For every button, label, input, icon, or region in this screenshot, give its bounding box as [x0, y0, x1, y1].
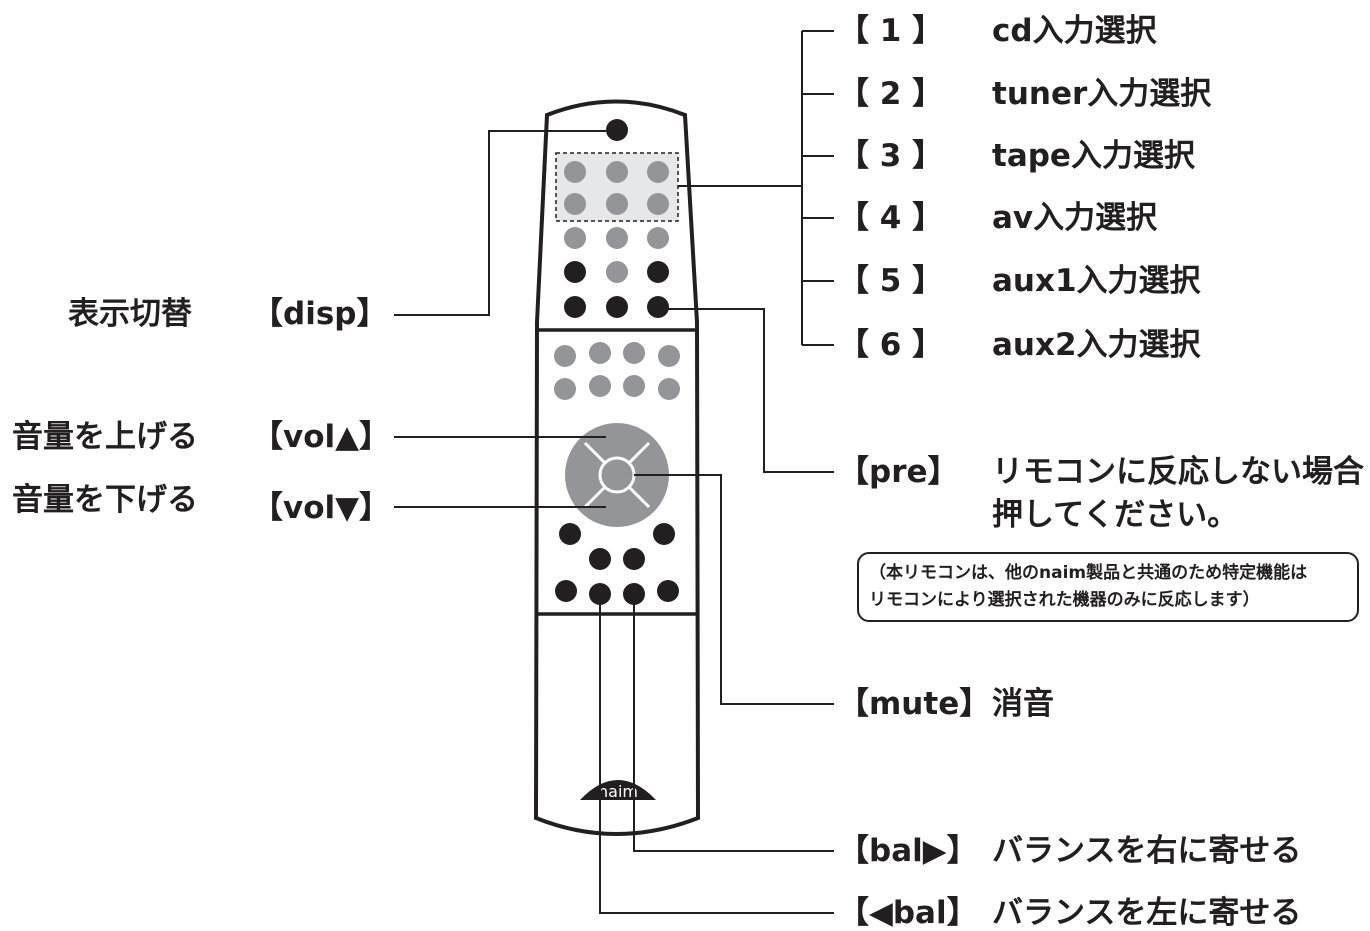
bal-right-key-label: 【bal▶】: [838, 833, 978, 869]
input-1-key: 【 1 】: [838, 13, 944, 49]
middle-keypad: [554, 342, 680, 400]
pre-key-label: 【pre】: [838, 454, 959, 490]
input-4-key: 【 4 】: [838, 200, 944, 236]
input-3-key: 【 3 】: [838, 138, 944, 174]
disp-button: [606, 119, 628, 141]
keypad-button: [564, 227, 586, 249]
vol-down-description: 音量を下げる: [12, 482, 198, 518]
keypad-button: [555, 580, 577, 602]
top-keypad: [564, 161, 669, 318]
bal-left-description: バランスを左に寄せる: [992, 895, 1302, 931]
mute-leader: [634, 474, 834, 705]
input-1-description: cd入力選択: [992, 13, 1157, 49]
bal-left-leader: [599, 594, 834, 914]
vol-up-description: 音量を上げる: [12, 419, 198, 455]
disp-description: 表示切替: [68, 296, 192, 332]
keypad-button: [564, 296, 586, 318]
keypad-button: [653, 523, 675, 545]
keypad-button: [623, 375, 645, 397]
bottom-keypad: [555, 523, 679, 605]
input-3-button: [647, 161, 669, 183]
keypad-button: [647, 227, 669, 249]
pre-note-box: （本リモコンは、他のnaim製品と共通のため特定機能は リモコンにより選択された…: [857, 552, 1359, 622]
input-3-description: tape入力選択: [992, 138, 1195, 174]
keypad-button: [554, 345, 576, 367]
pre-note-line2: リモコンにより選択された機器のみに反応します）: [869, 590, 1260, 610]
bal-left-key-label: 【◀bal】: [838, 895, 978, 931]
input-2-key: 【 2 】: [838, 76, 944, 112]
input-2-button: [606, 161, 628, 183]
vol-up-key-label: 【vol▲】: [252, 419, 390, 455]
pre-note-line1: （本リモコンは、他のnaim製品と共通のため特定機能は: [869, 563, 1308, 583]
input-5-key: 【 5 】: [838, 263, 944, 299]
keypad-button: [559, 523, 581, 545]
disp-key-label: 【disp】: [252, 296, 388, 332]
input-5-description: aux1入力選択: [992, 263, 1201, 299]
keypad-button: [623, 342, 645, 364]
keypad-button: [589, 342, 611, 364]
pre-button: [647, 296, 669, 318]
direction-pad: [565, 423, 669, 527]
disp-leader: [394, 130, 606, 316]
keypad-button: [589, 548, 611, 570]
keypad-button: [606, 296, 628, 318]
input-5-button: [606, 193, 628, 215]
leader-lines: [394, 30, 834, 914]
input-6-description: aux2入力選択: [992, 327, 1201, 363]
input-4-description: av入力選択: [992, 200, 1158, 236]
input-1-button: [564, 161, 586, 183]
keypad-button: [554, 378, 576, 400]
keypad-button: [606, 261, 628, 283]
keypad-button: [564, 261, 586, 283]
pre-leader: [668, 308, 834, 473]
mute-key-label: 【mute】: [838, 686, 991, 722]
bal-right-description: バランスを右に寄せる: [992, 833, 1302, 869]
mute-description: 消音: [992, 686, 1054, 722]
input-4-button: [564, 193, 586, 215]
mute-center-button: [598, 456, 636, 494]
pre-description-line2: 押してください。: [992, 497, 1239, 533]
keypad-button: [606, 227, 628, 249]
input-6-button: [647, 193, 669, 215]
naim-logo-text: naim: [598, 782, 638, 801]
pre-description-line1: リモコンに反応しない場合: [992, 454, 1364, 490]
bal-right-leader: [633, 594, 834, 852]
keypad-button: [647, 261, 669, 283]
keypad-button: [658, 345, 680, 367]
keypad-button: [589, 375, 611, 397]
keypad-button: [658, 378, 680, 400]
input-2-description: tuner入力選択: [992, 76, 1212, 112]
keypad-button: [623, 548, 645, 570]
keypad-button: [657, 580, 679, 602]
input-6-key: 【 6 】: [838, 327, 944, 363]
vol-down-key-label: 【vol▼】: [252, 490, 390, 526]
